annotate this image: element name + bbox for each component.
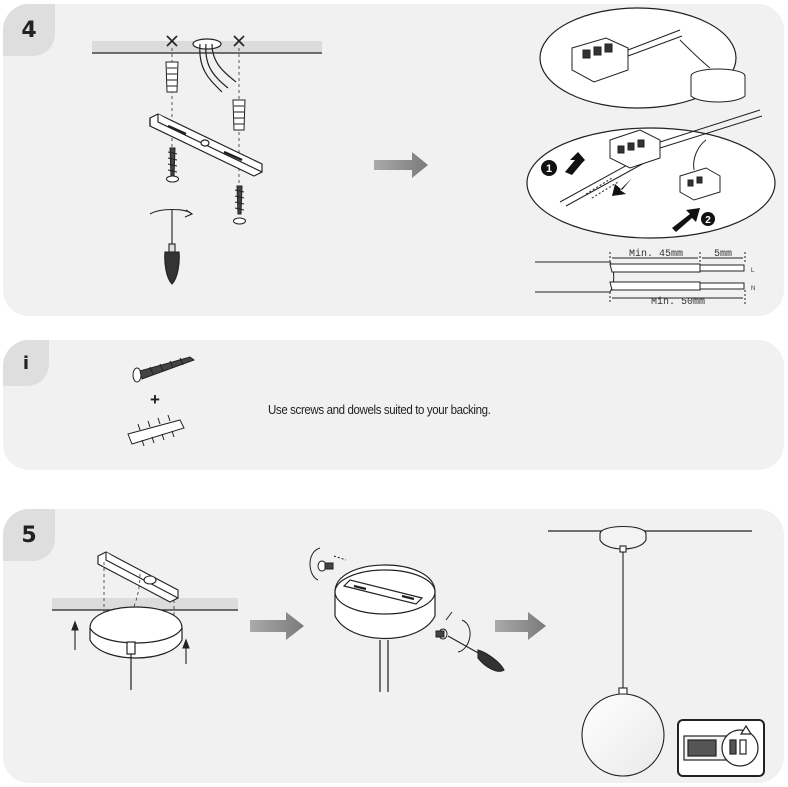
step-5-number: 5 bbox=[3, 509, 55, 561]
screw-icon bbox=[317, 560, 448, 640]
callout-2-label: 2 bbox=[705, 215, 711, 226]
screw-icon bbox=[166, 147, 246, 225]
arrow-right-icon bbox=[250, 612, 304, 640]
arrow-right-icon bbox=[495, 612, 546, 640]
arrow-right-icon bbox=[374, 152, 428, 178]
pendant-globe-icon bbox=[581, 526, 665, 777]
dowel-icon bbox=[127, 414, 185, 447]
connector-detail-top bbox=[539, 7, 746, 109]
mounting-bracket-icon bbox=[149, 113, 263, 177]
strip-core-label: 5mm bbox=[714, 249, 732, 260]
callout-1-label: 1 bbox=[546, 163, 552, 175]
wire-neutral-label: N bbox=[751, 286, 755, 292]
wago-connector-icon bbox=[571, 29, 683, 83]
wago-connector-icon bbox=[609, 109, 763, 201]
strip-outer-label: Min. 45mm bbox=[629, 248, 683, 260]
guide-lines bbox=[103, 562, 175, 631]
callout-1-icon: 1 bbox=[541, 160, 557, 176]
strip-total-label: Min. 50mm bbox=[651, 296, 705, 308]
wire-live-label: L bbox=[751, 268, 755, 274]
supply-cable-icon bbox=[192, 38, 237, 93]
canopy-fixing-detail bbox=[334, 564, 436, 692]
screwdriver-icon bbox=[447, 635, 505, 672]
info-symbol: i bbox=[3, 340, 49, 386]
strip-length-diagram bbox=[535, 252, 746, 304]
drill-mark-icon bbox=[166, 35, 245, 47]
plus-sign: + bbox=[150, 390, 160, 409]
push-arrow-icon bbox=[565, 152, 700, 232]
info-note: Use screws and dowels suited to your bac… bbox=[268, 403, 491, 417]
step-4-number: 4 bbox=[3, 4, 55, 56]
push-up-arrow-icon bbox=[71, 620, 190, 664]
screwdriver-icon bbox=[149, 208, 194, 285]
dowel-icon bbox=[165, 61, 246, 131]
screw-icon bbox=[132, 356, 196, 383]
label-icon bbox=[677, 719, 765, 777]
wiring-detail: 1 2 bbox=[526, 109, 776, 239]
callout-2-icon: 2 bbox=[701, 212, 715, 226]
info-panel bbox=[3, 340, 784, 470]
mounting-bracket-icon bbox=[97, 551, 179, 603]
rotate-arrow-icon bbox=[309, 547, 471, 653]
ceiling-canopy-icon bbox=[89, 606, 183, 690]
ceiling-canopy-icon bbox=[690, 68, 746, 103]
